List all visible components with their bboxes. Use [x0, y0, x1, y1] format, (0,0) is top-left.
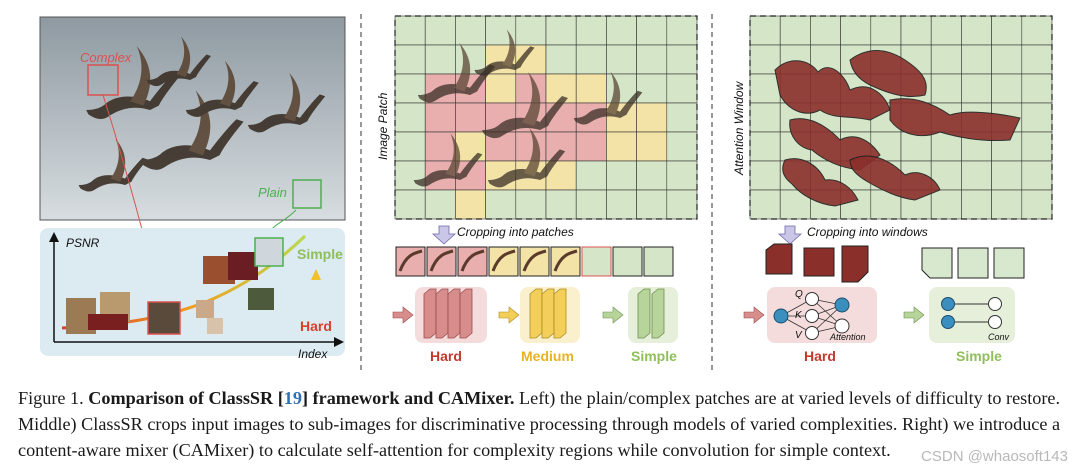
- crop-patches-arrow: [431, 225, 457, 245]
- citation-link[interactable]: 19: [283, 388, 302, 408]
- caption-title-b: ] framework and CAMixer.: [301, 388, 515, 408]
- hard-input-arrow: [392, 306, 414, 324]
- x-axis-label: Index: [298, 347, 328, 361]
- hard-label: Hard: [300, 318, 332, 334]
- attention-module: Q K V Attention: [767, 287, 877, 343]
- x-axis-arrow: [334, 337, 344, 347]
- v-label: V: [795, 330, 803, 341]
- attention-label: Attention: [829, 332, 866, 342]
- right-hard-label: Hard: [804, 348, 836, 364]
- conv-label: Conv: [988, 332, 1010, 342]
- plain-patch-box: [292, 179, 322, 209]
- conv-input-arrow: [903, 306, 925, 324]
- patch-thumbnails: [66, 237, 284, 335]
- y-axis-arrow: [49, 232, 59, 242]
- attention-window-label: Attention Window: [732, 80, 746, 176]
- crop-windows-arrow: [777, 225, 803, 245]
- figure-1: Complex Plain PSNR Index Simple Hard: [39, 14, 1053, 372]
- group-label-hard: Hard: [430, 348, 462, 364]
- plain-label: Plain: [258, 185, 287, 200]
- crop-patches-label: Cropping into patches: [457, 225, 574, 239]
- window-crops: [765, 243, 1025, 283]
- figure-caption: Figure 1. Comparison of ClassSR [19] fra…: [18, 385, 1068, 463]
- caption-title-a: Comparison of ClassSR [: [88, 388, 284, 408]
- window-grid: [749, 15, 1053, 220]
- middle-panel: Image Patch Cropping into patches: [376, 15, 698, 364]
- complex-label: Complex: [80, 50, 132, 65]
- watermark: CSDN @whaosoft143: [921, 448, 1068, 465]
- caption-body: Left) the plain/complex patches are at v…: [18, 388, 1061, 460]
- difficulty-arrowhead: [311, 269, 321, 280]
- caption-figure-number: Figure 1.: [18, 388, 84, 408]
- conv-module: Conv: [929, 287, 1015, 343]
- medium-model: [520, 287, 580, 343]
- y-axis-label: PSNR: [66, 236, 100, 250]
- simple-model: [628, 287, 678, 343]
- q-label: Q: [795, 289, 803, 300]
- group-label-medium: Medium: [521, 348, 574, 364]
- cropped-patches-row: [395, 246, 674, 277]
- k-label: K: [795, 310, 803, 321]
- patch-grid: [394, 15, 698, 220]
- simple-label: Simple: [297, 246, 343, 262]
- simple-input-arrow: [602, 306, 624, 324]
- hard-model: [415, 287, 487, 343]
- crop-windows-label: Cropping into windows: [807, 225, 928, 239]
- left-panel: Complex Plain PSNR Index Simple Hard: [39, 16, 346, 361]
- group-label-simple: Simple: [631, 348, 677, 364]
- medium-input-arrow: [498, 306, 520, 324]
- right-panel: Attention Window Cropping into windows: [732, 15, 1053, 364]
- attention-input-arrow: [743, 306, 765, 324]
- right-simple-label: Simple: [956, 348, 1002, 364]
- image-patch-label: Image Patch: [376, 92, 390, 160]
